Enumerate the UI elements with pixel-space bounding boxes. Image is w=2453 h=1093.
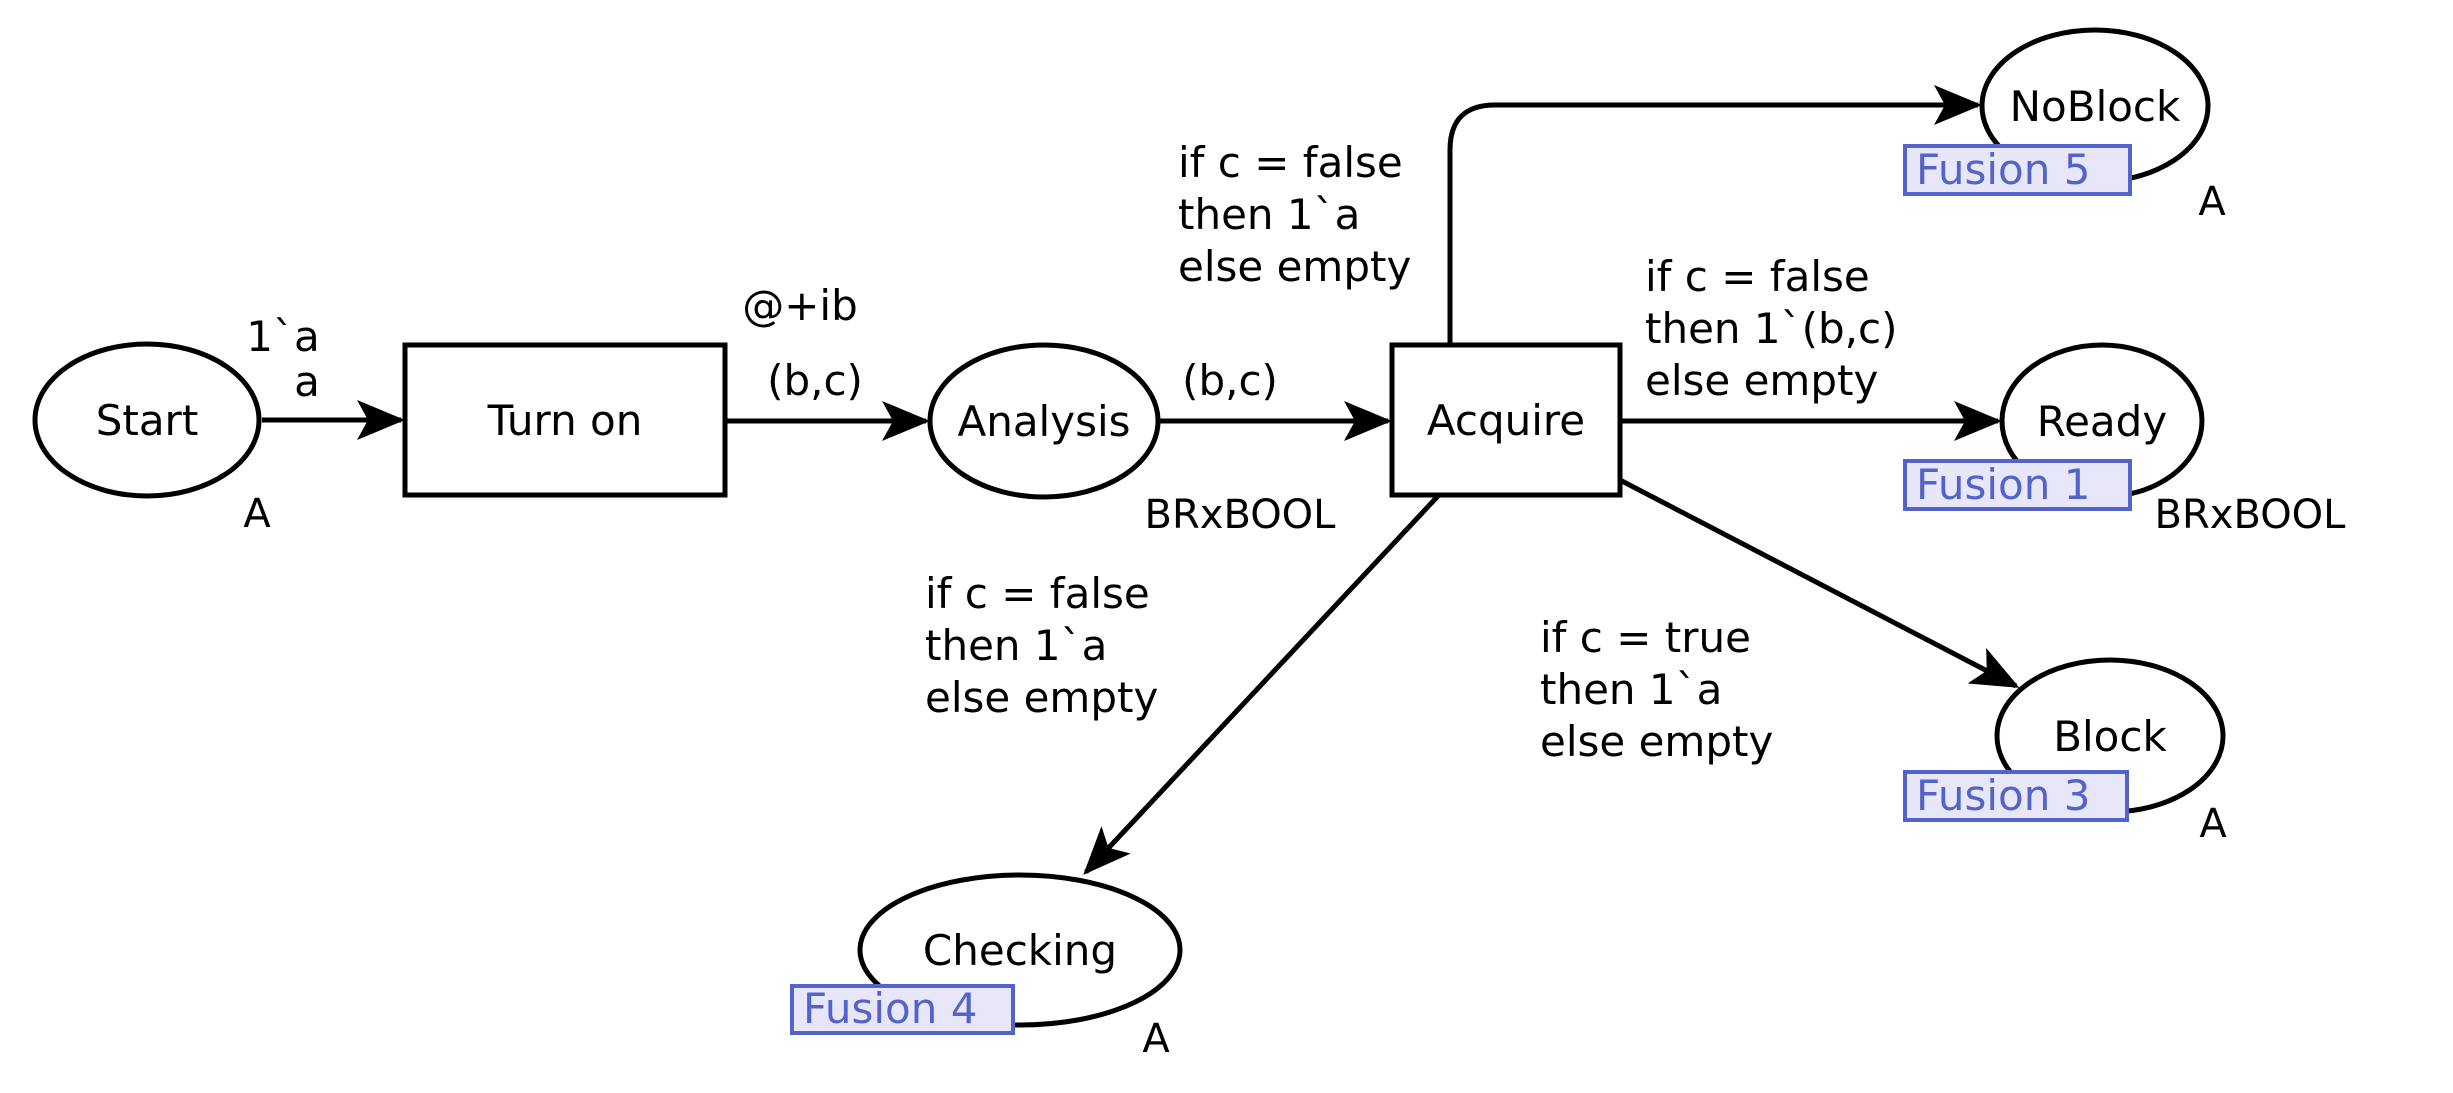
place-noblock[interactable]: NoBlock Fusion 5 A <box>1903 27 2226 225</box>
transition-box[interactable] <box>1389 342 1623 498</box>
place-colorset-label: A <box>2199 801 2227 847</box>
arc-acquire-to-block[interactable]: if c = true then 1`a else empty <box>1540 477 2020 766</box>
fusion-tag-label: Fusion 4 <box>803 984 977 1033</box>
place-label: NoBlock <box>2010 82 2181 131</box>
place-label: Start <box>96 396 199 445</box>
fusion-tag-label: Fusion 5 <box>1916 145 2090 194</box>
transition-acquire[interactable]: Acquire <box>1389 342 1623 498</box>
arc-inscription-line: then 1`a <box>1178 190 1360 239</box>
fusion-tag-label: Fusion 3 <box>1916 771 2090 820</box>
arc-acquire-to-noblock[interactable]: if c = false then 1`a else empty <box>1178 85 1982 345</box>
place-label: Checking <box>923 926 1117 975</box>
arc-analysis-to-acquire[interactable]: (b,c) <box>1160 356 1392 441</box>
arc-time-delay-label: @+ib <box>742 281 858 330</box>
arc-marking-label: 1`a <box>246 312 319 361</box>
place-colorset-label: BRxBOOL <box>2155 492 2347 538</box>
arc-inscription-line: else empty <box>1178 242 1411 291</box>
arc-inscription-line: if c = false <box>925 569 1150 618</box>
arc-inscription-line: then 1`(b,c) <box>1645 304 1898 353</box>
place-analysis[interactable]: Analysis BRxBOOL <box>927 342 1337 538</box>
place-block[interactable]: Block Fusion 3 A <box>1903 657 2227 847</box>
place-colorset-label: A <box>243 491 271 537</box>
fusion-tag[interactable] <box>1903 770 2129 822</box>
arc-inscription-line: if c = true <box>1540 613 1751 662</box>
arc-start-to-turnon[interactable]: 1`a a <box>246 312 405 440</box>
fusion-tag[interactable] <box>1903 459 2132 511</box>
place-colorset-label: A <box>1142 1016 1170 1062</box>
transition-box[interactable] <box>402 342 728 498</box>
arc-line[interactable] <box>1083 494 1440 875</box>
arc-inscription-line: else empty <box>925 673 1158 722</box>
place-ellipse[interactable] <box>32 341 262 499</box>
place-ready[interactable]: Ready Fusion 1 BRxBOOL <box>1903 342 2347 538</box>
transition-label: Turn on <box>487 396 643 445</box>
arc-inscription: (b,c) <box>767 356 863 405</box>
arc-inscription-line: if c = false <box>1178 138 1403 187</box>
arc-line[interactable] <box>1447 85 1982 345</box>
arc-inscription-line: then 1`a <box>1540 665 1722 714</box>
arc-inscription: a <box>294 357 320 406</box>
transition-turn-on[interactable]: Turn on <box>402 342 728 498</box>
fusion-tag[interactable] <box>790 984 1015 1035</box>
place-label: Ready <box>2037 397 2167 446</box>
arc-inscription-line: else empty <box>1645 356 1878 405</box>
place-label: Analysis <box>957 397 1130 446</box>
arc-acquire-to-checking[interactable]: if c = false then 1`a else empty <box>925 494 1440 875</box>
place-colorset-label: A <box>2198 179 2226 225</box>
arc-turnon-to-analysis[interactable]: @+ib (b,c) <box>727 281 930 441</box>
place-colorset-label: BRxBOOL <box>1145 492 1337 538</box>
arc-inscription-line: else empty <box>1540 717 1773 766</box>
place-start[interactable]: Start A <box>32 341 271 537</box>
place-checking[interactable]: Checking Fusion 4 A <box>790 872 1183 1062</box>
arc-inscription-line: then 1`a <box>925 621 1107 670</box>
arc-line[interactable] <box>1618 477 2020 689</box>
fusion-tag-label: Fusion 1 <box>1916 460 2090 509</box>
place-label: Block <box>2053 712 2167 761</box>
arc-acquire-to-ready[interactable]: if c = false then 1`(b,c) else empty <box>1622 252 2002 441</box>
place-ellipse[interactable] <box>927 342 1161 500</box>
arc-inscription-line: if c = false <box>1645 252 1870 301</box>
transition-label: Acquire <box>1427 396 1585 445</box>
fusion-tag[interactable] <box>1903 144 2132 196</box>
arc-inscription: (b,c) <box>1182 356 1278 405</box>
